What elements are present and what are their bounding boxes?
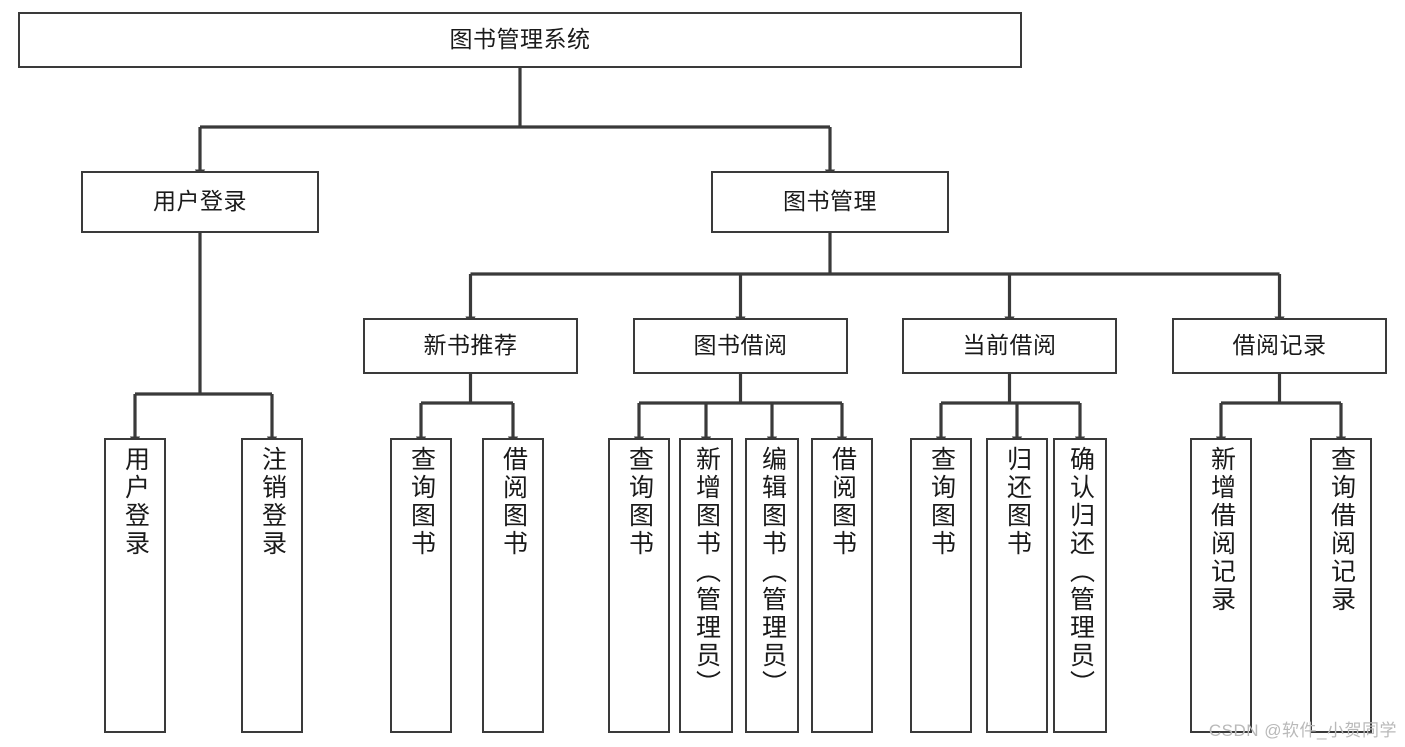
node-label: 查询借阅记录 — [1327, 446, 1356, 614]
node-leaf-confirm-return[interactable]: 确认归还（管理员） — [1053, 438, 1107, 733]
node-leaf-query-book-1[interactable]: 查询图书 — [390, 438, 452, 733]
node-leaf-user-login[interactable]: 用户登录 — [104, 438, 166, 733]
node-current-borrow[interactable]: 当前借阅 — [902, 318, 1117, 374]
node-label: 图书管理 — [783, 188, 877, 215]
node-leaf-edit-book[interactable]: 编辑图书（管理员） — [745, 438, 799, 733]
node-label: 编辑图书（管理员） — [758, 446, 787, 698]
node-label: 归还图书 — [1003, 446, 1032, 558]
node-label: 新增借阅记录 — [1207, 446, 1236, 614]
node-label: 借阅记录 — [1232, 332, 1327, 359]
node-leaf-return-book[interactable]: 归还图书 — [986, 438, 1048, 733]
node-label: 图书借阅 — [693, 332, 788, 359]
node-leaf-add-book[interactable]: 新增图书（管理员） — [679, 438, 733, 733]
node-label: 借阅图书 — [499, 446, 528, 558]
node-leaf-query-book-3[interactable]: 查询图书 — [910, 438, 972, 733]
node-leaf-query-book-2[interactable]: 查询图书 — [608, 438, 670, 733]
node-label: 当前借阅 — [962, 332, 1057, 359]
node-leaf-borrow-book-1[interactable]: 借阅图书 — [482, 438, 544, 733]
node-leaf-query-record[interactable]: 查询借阅记录 — [1310, 438, 1372, 733]
node-label: 用户登录 — [121, 446, 150, 558]
node-user-login[interactable]: 用户登录 — [81, 171, 319, 233]
node-leaf-borrow-book-2[interactable]: 借阅图书 — [811, 438, 873, 733]
node-label: 查询图书 — [407, 446, 436, 558]
watermark-text: CSDN @软件_小贺同学 — [1208, 721, 1397, 740]
node-root[interactable]: 图书管理系统 — [18, 12, 1022, 68]
node-label: 注销登录 — [258, 446, 287, 558]
node-new-book-rec[interactable]: 新书推荐 — [363, 318, 578, 374]
node-leaf-logout[interactable]: 注销登录 — [241, 438, 303, 733]
node-label: 查询图书 — [625, 446, 654, 558]
node-label: 图书管理系统 — [449, 26, 591, 53]
node-label: 确认归还（管理员） — [1066, 446, 1095, 698]
node-borrow-record[interactable]: 借阅记录 — [1172, 318, 1387, 374]
node-book-manage[interactable]: 图书管理 — [711, 171, 949, 233]
node-book-borrow[interactable]: 图书借阅 — [633, 318, 848, 374]
node-label: 查询图书 — [927, 446, 956, 558]
node-leaf-add-record[interactable]: 新增借阅记录 — [1190, 438, 1252, 733]
node-label: 用户登录 — [153, 188, 247, 215]
node-label: 新增图书（管理员） — [692, 446, 721, 698]
node-label: 新书推荐 — [423, 332, 518, 359]
node-label: 借阅图书 — [828, 446, 857, 558]
